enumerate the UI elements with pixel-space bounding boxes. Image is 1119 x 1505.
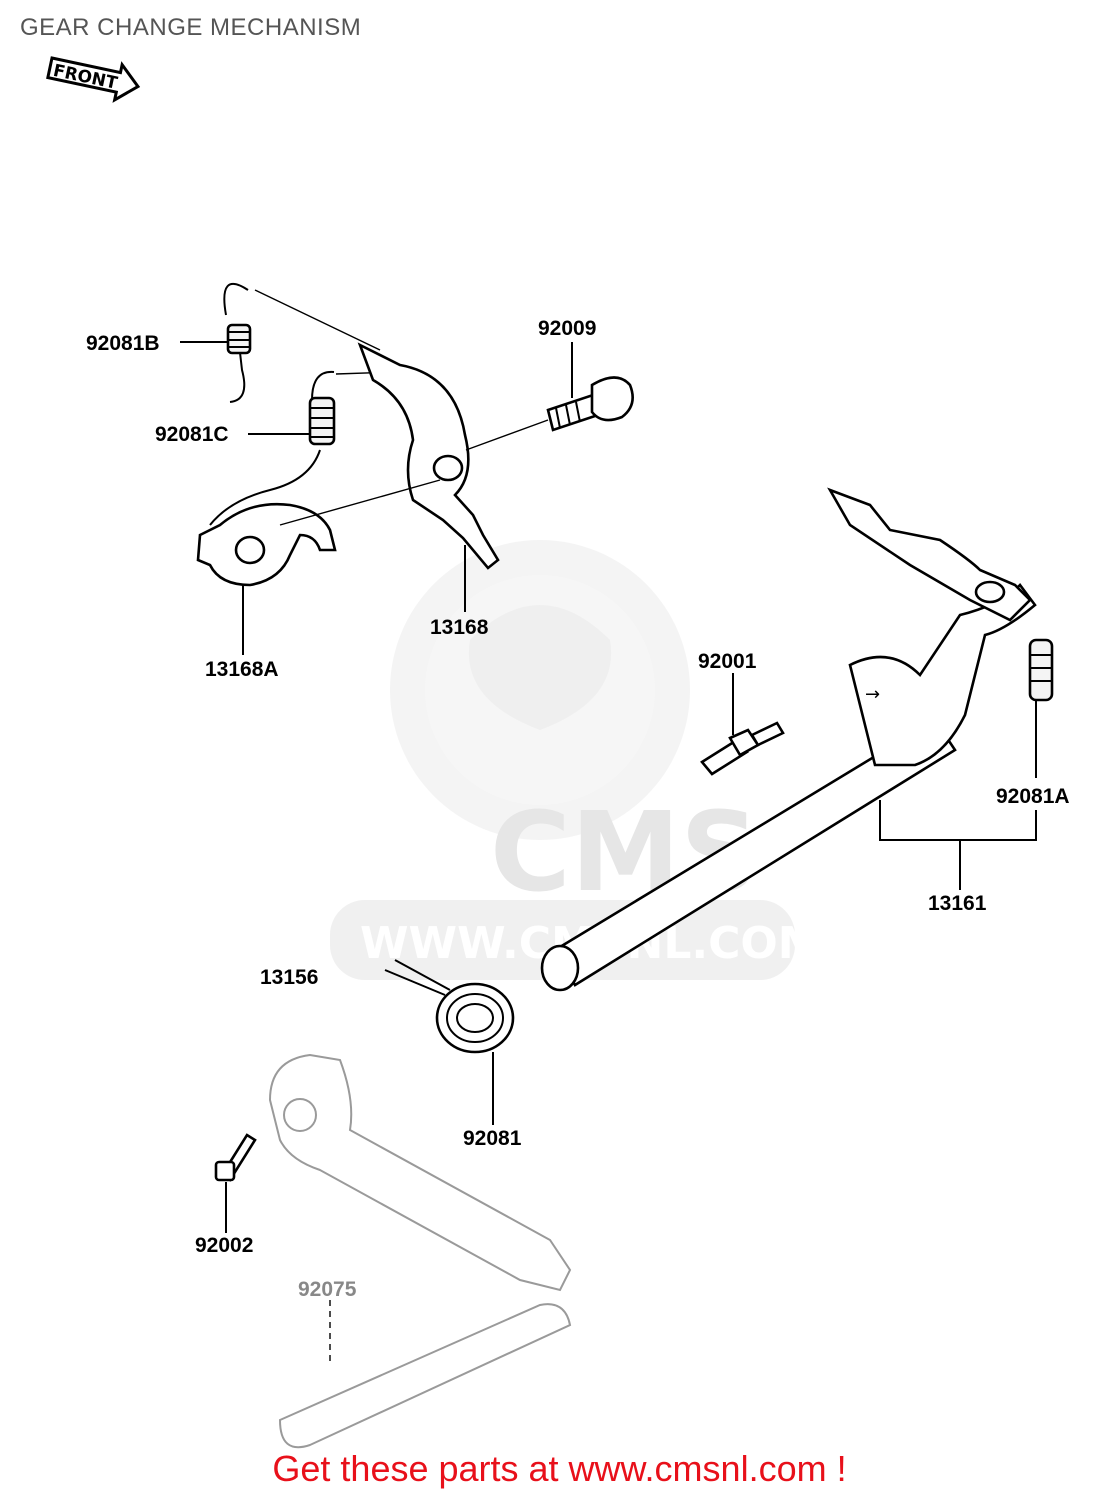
front-arrow-mark: FRONT bbox=[46, 56, 141, 103]
label-13168a: 13168A bbox=[205, 658, 279, 681]
spring-92081c bbox=[209, 370, 396, 526]
arm-13168a bbox=[196, 479, 441, 587]
footer-link-text[interactable]: Get these parts at www.cmsnl.com ! bbox=[272, 1448, 847, 1489]
label-13161: 13161 bbox=[928, 892, 987, 915]
label-13156: 13156 bbox=[260, 966, 318, 989]
page-title: GEAR CHANGE MECHANISM bbox=[20, 14, 362, 41]
leader-lines bbox=[180, 341, 1037, 1233]
label-92001: 92001 bbox=[698, 650, 757, 673]
stud-92001 bbox=[700, 721, 785, 776]
spring-92081 bbox=[384, 959, 515, 1054]
bolt-92009 bbox=[546, 376, 634, 432]
label-13168: 13168 bbox=[430, 616, 489, 639]
label-92081a: 92081A bbox=[996, 785, 1070, 808]
svg-text:→: → bbox=[865, 684, 880, 705]
spring-92081a bbox=[1028, 638, 1054, 702]
lever-13168 bbox=[357, 342, 549, 570]
label-92081: 92081 bbox=[463, 1127, 522, 1150]
label-92075: 92075 bbox=[298, 1278, 357, 1301]
part-labels: 92081B 92009 92081C 13168 13168A 92001 9… bbox=[86, 317, 1070, 1301]
label-92081b: 92081B bbox=[86, 332, 160, 355]
bolt-92002 bbox=[214, 1133, 257, 1182]
shaft-13161: → bbox=[540, 487, 1037, 992]
label-92002: 92002 bbox=[195, 1234, 253, 1257]
watermark: CMS WWW.CMSNL.COM bbox=[330, 540, 822, 980]
lever-13156 bbox=[268, 1053, 572, 1449]
label-92081c: 92081C bbox=[155, 423, 229, 446]
spring-92081b bbox=[223, 282, 381, 403]
label-92009: 92009 bbox=[538, 317, 596, 340]
